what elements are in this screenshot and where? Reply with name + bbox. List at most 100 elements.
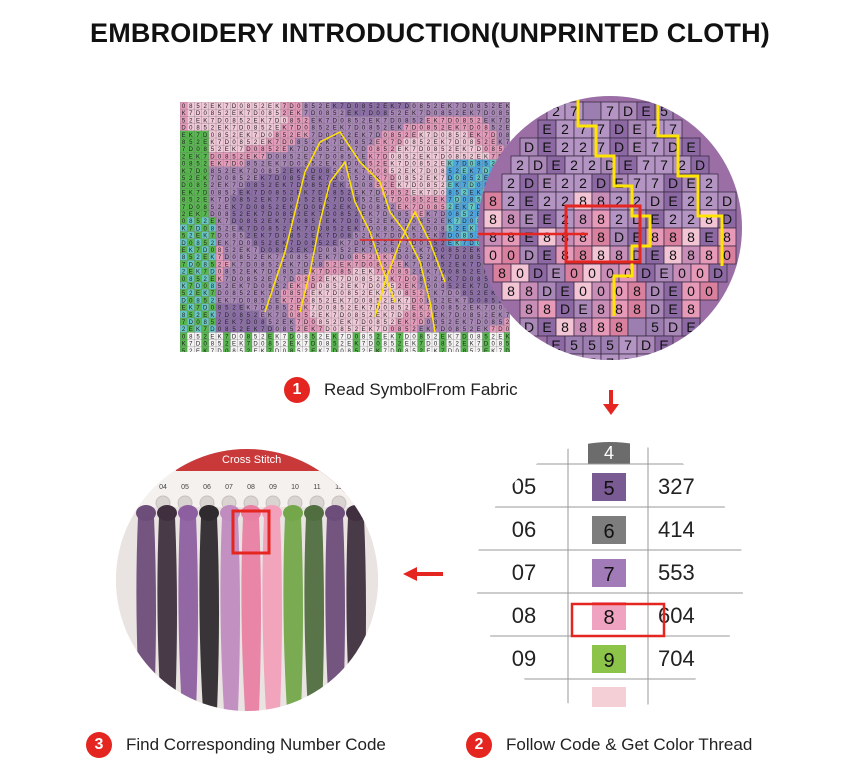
svg-text:8: 8 [196,298,200,304]
svg-text:8: 8 [319,320,323,326]
svg-text:D: D [333,234,338,240]
svg-text:0: 0 [362,298,366,304]
svg-text:D: D [282,313,287,319]
svg-text:7: 7 [204,212,208,218]
svg-text:8: 8 [376,262,380,268]
svg-text:8: 8 [484,126,488,132]
svg-text:7: 7 [651,175,659,191]
svg-text:8: 8 [182,140,186,146]
svg-text:E: E [426,349,430,352]
svg-text:K: K [484,154,488,160]
svg-text:0: 0 [362,183,366,189]
svg-text:E: E [311,291,315,297]
svg-text:7: 7 [642,355,650,360]
svg-text:2: 2 [218,262,222,268]
svg-text:E: E [275,126,279,132]
svg-text:0: 0 [261,169,265,175]
svg-text:K: K [448,277,452,283]
svg-text:8: 8 [369,241,373,247]
svg-text:D: D [217,234,222,240]
svg-text:0: 0 [232,255,236,261]
svg-text:2: 2 [376,104,380,110]
svg-text:K: K [434,176,438,182]
selected-code-box [570,602,666,638]
svg-text:K: K [261,349,265,352]
svg-text:0: 0 [398,234,402,240]
svg-text:D: D [441,270,446,276]
svg-text:E: E [354,248,358,254]
svg-text:2: 2 [297,327,301,333]
svg-text:8: 8 [326,342,330,348]
svg-text:K: K [318,118,322,124]
svg-text:8: 8 [543,301,551,317]
svg-text:7: 7 [420,342,424,348]
svg-text:7: 7 [405,183,409,189]
svg-text:7: 7 [588,355,596,360]
svg-text:2: 2 [225,226,229,232]
svg-text:E: E [484,349,488,352]
svg-text:2: 2 [705,175,713,191]
svg-text:K: K [362,133,366,139]
svg-text:E: E [383,162,387,168]
svg-text:5: 5 [333,111,337,117]
svg-text:2: 2 [579,139,587,155]
svg-text:5: 5 [355,349,359,352]
svg-text:5: 5 [182,118,186,124]
svg-text:D: D [189,320,194,326]
svg-text:D: D [297,298,302,304]
svg-text:7: 7 [651,121,659,137]
svg-text:D: D [239,126,244,132]
svg-text:K: K [412,342,416,348]
svg-text:2: 2 [477,349,481,352]
svg-text:E: E [470,248,474,254]
svg-text:2: 2 [247,176,251,182]
svg-text:K: K [405,262,409,268]
svg-text:E: E [441,219,445,225]
svg-text:D: D [455,255,460,261]
svg-text:8: 8 [268,284,272,290]
svg-text:K: K [398,298,402,304]
svg-text:E: E [354,190,358,196]
svg-text:E: E [376,198,380,204]
svg-text:0: 0 [456,118,460,124]
svg-text:0: 0 [268,248,272,254]
svg-text:E: E [398,147,402,153]
svg-text:D: D [469,298,474,304]
svg-text:E: E [268,277,272,283]
svg-text:7: 7 [319,154,323,160]
svg-text:7: 7 [420,111,424,117]
svg-text:0: 0 [376,284,380,290]
svg-text:D: D [210,270,215,276]
svg-text:7: 7 [477,284,481,290]
svg-text:0: 0 [297,334,301,340]
svg-text:D: D [650,301,660,317]
svg-text:E: E [340,147,344,153]
svg-text:2: 2 [247,234,251,240]
svg-text:0: 0 [434,342,438,348]
svg-text:2: 2 [470,270,474,276]
svg-text:2: 2 [362,349,366,352]
svg-text:E: E [650,211,659,227]
svg-text:2: 2 [211,241,215,247]
svg-text:5: 5 [441,205,445,211]
svg-text:8: 8 [261,320,265,326]
svg-text:D: D [347,219,352,225]
svg-text:7: 7 [441,176,445,182]
svg-text:D: D [203,248,208,254]
svg-text:5: 5 [441,147,445,153]
svg-text:2: 2 [312,140,316,146]
svg-text:0: 0 [405,255,409,261]
svg-text:2: 2 [333,320,337,326]
svg-text:K: K [434,118,438,124]
svg-text:2: 2 [405,190,409,196]
svg-text:8: 8 [477,334,481,340]
svg-text:E: E [210,162,214,168]
svg-text:0: 0 [319,284,323,290]
svg-text:E: E [369,118,373,124]
svg-text:5: 5 [398,306,402,312]
step-3-badge: 3 [86,732,112,758]
svg-text:K: K [390,162,394,168]
svg-text:5: 5 [319,241,323,247]
svg-text:2: 2 [561,175,569,191]
svg-text:7: 7 [290,241,294,247]
